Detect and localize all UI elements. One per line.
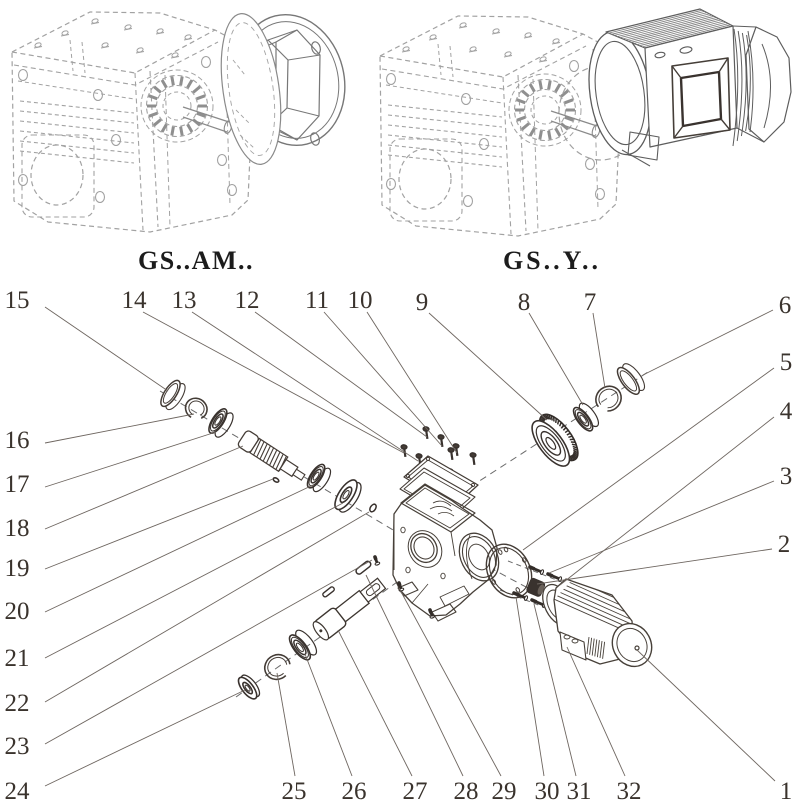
svg-text:12: 12 (235, 287, 260, 314)
svg-text:29: 29 (492, 778, 517, 800)
svg-text:15: 15 (5, 287, 30, 314)
svg-text:19: 19 (5, 555, 30, 582)
svg-text:21: 21 (5, 645, 30, 672)
svg-text:20: 20 (5, 598, 30, 625)
svg-text:3: 3 (780, 463, 793, 490)
svg-text:13: 13 (172, 287, 197, 314)
svg-text:31: 31 (567, 778, 592, 800)
svg-text:2: 2 (778, 531, 791, 558)
svg-text:8: 8 (518, 289, 531, 316)
svg-text:5: 5 (780, 349, 793, 376)
svg-text:18: 18 (5, 515, 30, 542)
svg-text:26: 26 (342, 778, 367, 800)
svg-text:32: 32 (617, 778, 642, 800)
svg-text:16: 16 (5, 427, 30, 454)
svg-text:11: 11 (305, 287, 329, 314)
svg-text:17: 17 (5, 471, 30, 498)
svg-text:7: 7 (584, 289, 597, 316)
svg-text:25: 25 (282, 778, 307, 800)
svg-text:28: 28 (454, 778, 479, 800)
svg-text:1: 1 (780, 778, 793, 800)
svg-text:24: 24 (5, 778, 31, 800)
svg-text:GS..AM..: GS..AM.. (138, 246, 254, 275)
svg-text:14: 14 (122, 287, 148, 314)
svg-text:10: 10 (348, 287, 373, 314)
svg-text:30: 30 (535, 778, 560, 800)
svg-text:9: 9 (416, 289, 429, 316)
svg-text:6: 6 (779, 292, 792, 319)
svg-text:GS..Y..: GS..Y.. (503, 246, 601, 275)
svg-text:27: 27 (403, 778, 428, 800)
svg-text:23: 23 (5, 733, 30, 760)
svg-text:4: 4 (780, 398, 793, 425)
svg-text:22: 22 (5, 690, 30, 717)
